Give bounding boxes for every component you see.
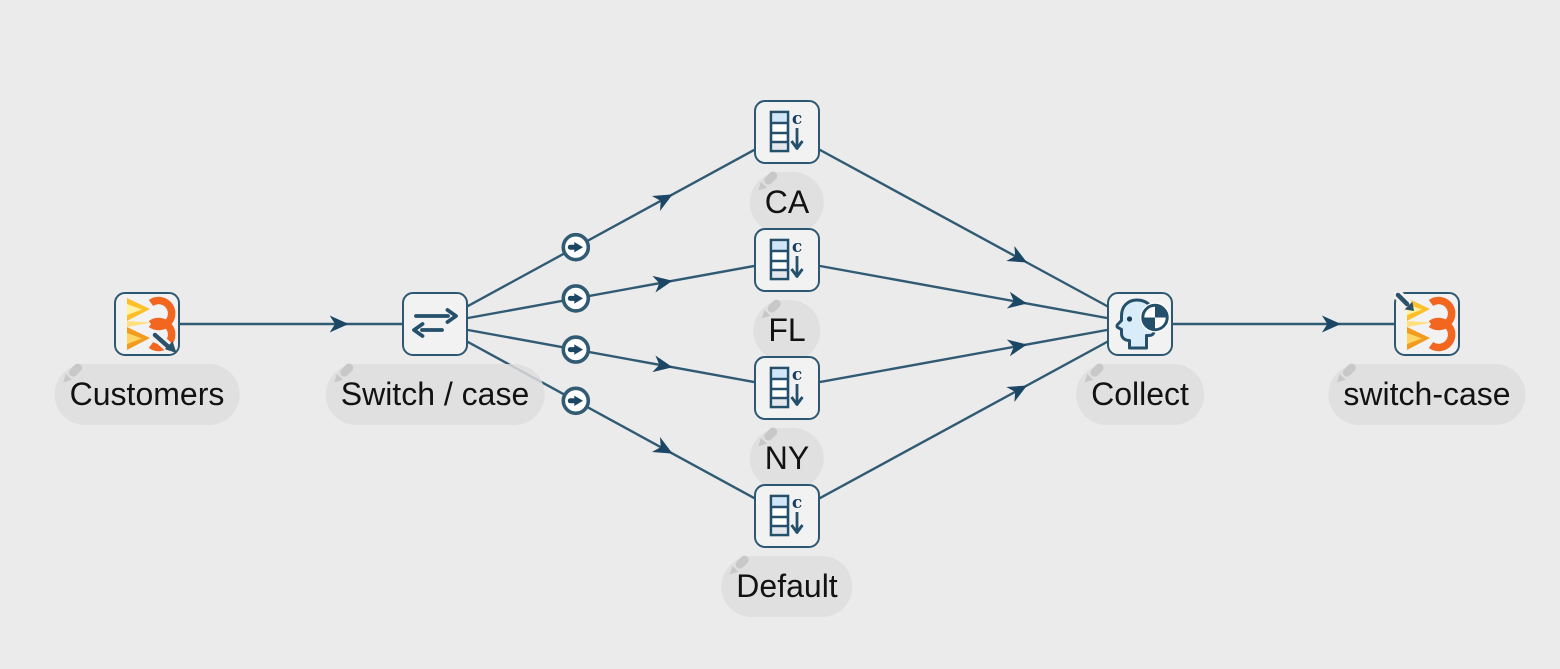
edit-pencil-icon <box>729 555 749 575</box>
svg-text:c: c <box>791 365 801 385</box>
column-constant-icon: c <box>769 109 804 152</box>
hop-line[interactable] <box>786 322 1141 390</box>
transform-default[interactable]: c <box>754 484 820 548</box>
hop-switch-ca[interactable] <box>434 130 788 326</box>
hop-switch-fl[interactable] <box>434 258 788 326</box>
edit-pencil-icon <box>1336 363 1356 383</box>
edit-pencil-icon <box>758 171 778 191</box>
column-constant-icon: c <box>769 493 804 536</box>
transform-customers[interactable] <box>114 292 180 356</box>
column-constant-icon: c <box>769 365 804 408</box>
hop-target-circle-icon[interactable] <box>561 232 591 262</box>
hop-line[interactable] <box>434 130 788 326</box>
beam-input-icon <box>1393 291 1455 351</box>
edit-pencil-icon <box>63 363 83 383</box>
hop-target-circle-icon[interactable] <box>561 335 591 364</box>
hop-arrow-icon[interactable] <box>329 315 349 333</box>
hop-arrow-icon[interactable] <box>652 272 674 293</box>
transform-label-switch[interactable]: Switch / case <box>325 363 545 425</box>
hop-default-collect[interactable] <box>786 322 1141 518</box>
transform-label-default[interactable]: Default <box>721 555 853 617</box>
svg-text:c: c <box>791 493 801 513</box>
hop-target-circle-icon[interactable] <box>561 386 591 416</box>
transform-switch-case[interactable] <box>1393 291 1460 356</box>
beam-output-icon <box>126 296 176 353</box>
transform-ca[interactable]: c <box>754 100 820 164</box>
edit-pencil-icon <box>761 299 781 319</box>
transform-label-text: FL <box>768 312 806 348</box>
transform-label-text: Default <box>736 568 838 604</box>
transform-label-text: CA <box>764 184 810 220</box>
edit-pencil-icon <box>1084 363 1104 383</box>
transform-ny[interactable]: c <box>754 356 820 420</box>
hop-fl-collect[interactable] <box>786 258 1141 326</box>
hop-line[interactable] <box>786 130 1141 326</box>
hop-target-circle-icon[interactable] <box>561 284 591 313</box>
transform-label-text: Switch / case <box>340 376 530 412</box>
hop-line[interactable] <box>786 258 1141 326</box>
transform-label-text: switch-case <box>1343 376 1511 412</box>
hop-ny-collect[interactable] <box>786 322 1141 390</box>
hop-line[interactable] <box>434 322 788 390</box>
head-target-icon <box>1115 298 1170 349</box>
transform-label-customers[interactable]: Customers <box>54 363 240 425</box>
hop-arrow-icon[interactable] <box>651 437 677 461</box>
transform-label-collect[interactable]: Collect <box>1076 363 1204 425</box>
transform-switch[interactable] <box>402 292 468 356</box>
hop-arrow-icon[interactable] <box>1006 291 1029 312</box>
svg-text:c: c <box>791 237 801 257</box>
transform-collect[interactable] <box>1107 292 1173 356</box>
column-constant-icon: c <box>769 237 804 280</box>
hop-collect-switch-case[interactable] <box>1140 315 1427 333</box>
transform-label-text: Customers <box>69 376 225 412</box>
svg-text:c: c <box>791 109 801 129</box>
edit-pencil-icon <box>758 427 778 447</box>
switch-arrows-icon <box>411 307 458 338</box>
transform-label-switch-case[interactable]: switch-case <box>1328 363 1526 425</box>
edit-pencil-icon <box>334 363 354 383</box>
transform-label-text: Collect <box>1091 376 1189 412</box>
transform-label-text: NY <box>764 440 810 476</box>
hop-arrow-icon[interactable] <box>1321 315 1341 333</box>
transform-fl[interactable]: c <box>754 228 820 292</box>
hop-switch-default[interactable] <box>434 322 788 518</box>
hop-line[interactable] <box>786 322 1141 518</box>
hop-ca-collect[interactable] <box>786 130 1141 326</box>
transform-label-ny[interactable]: NY <box>749 427 825 489</box>
hop-line[interactable] <box>434 322 788 518</box>
transform-label-fl[interactable]: FL <box>753 299 821 361</box>
transform-label-ca[interactable]: CA <box>749 171 825 233</box>
hop-arrow-icon[interactable] <box>1006 336 1029 357</box>
hop-switch-ny[interactable] <box>434 322 788 390</box>
hop-customers-switch[interactable] <box>147 315 435 333</box>
hop-line[interactable] <box>434 258 788 326</box>
hop-arrow-icon[interactable] <box>1006 378 1031 402</box>
hop-arrow-icon[interactable] <box>652 355 674 375</box>
hop-arrow-icon[interactable] <box>1006 246 1031 270</box>
hop-arrow-icon[interactable] <box>651 187 677 211</box>
